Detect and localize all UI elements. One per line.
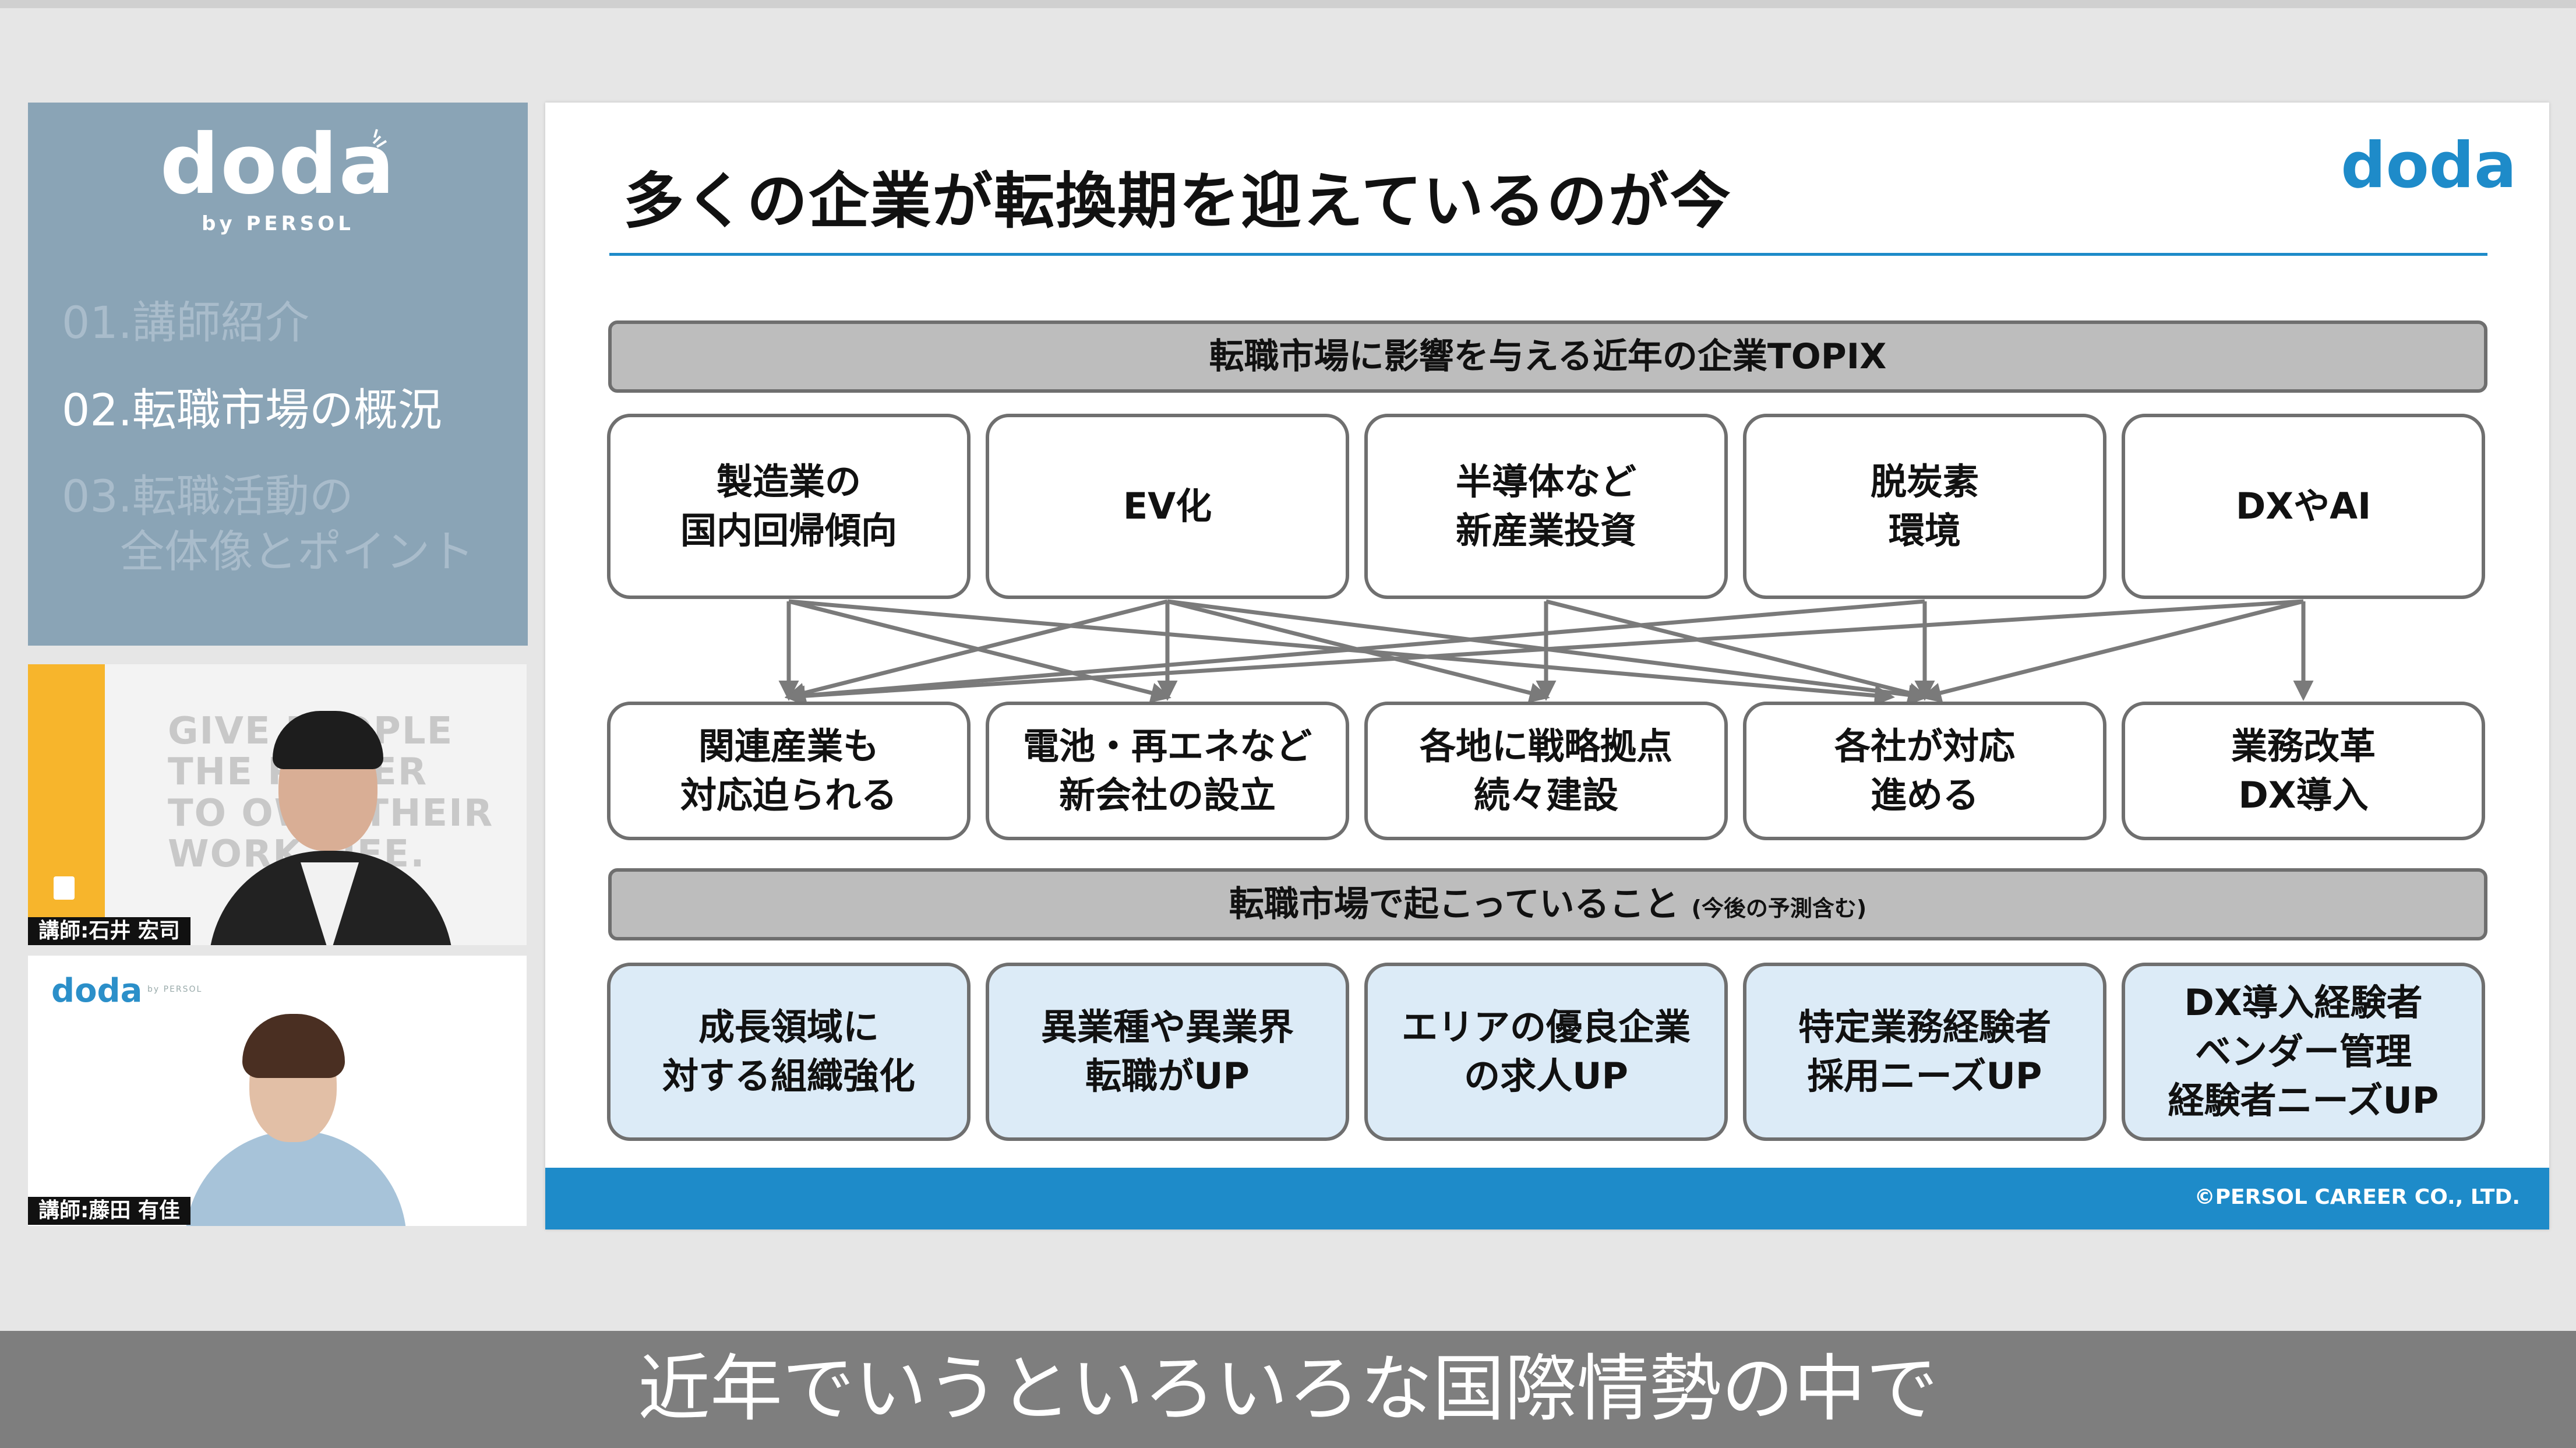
copyright-text: ©PERSOL CAREER CO., LTD. <box>2194 1185 2520 1209</box>
agenda-item-2-current: 02.転職市場の概況 <box>62 384 442 436</box>
arrow-line <box>1167 599 1929 705</box>
speaker-silhouette <box>185 1130 407 1226</box>
arrow-line <box>1167 599 1550 703</box>
doda-mini-logo: doda <box>51 972 143 1010</box>
arrow-line <box>788 599 1895 706</box>
persol-p-icon <box>54 876 75 900</box>
slide-footer-bar: ©PERSOL CAREER CO., LTD. <box>545 1168 2549 1229</box>
market-box-growth-org: 成長領域に 対する組織強化 <box>607 963 971 1141</box>
arrow-line <box>1921 599 2304 703</box>
topix-box-ev: EV化 <box>986 414 1349 599</box>
slide-doda-logo: doda <box>2341 129 2517 202</box>
logo-wordmark: doda <box>160 117 396 213</box>
market-header-bar: 転職市場で起こっていること (今後の予測含む) <box>608 868 2487 940</box>
brand-yellow-strip <box>28 664 105 945</box>
agenda-item-3: 03.転職活動の 全体像とポイント <box>62 470 475 577</box>
topix-box-manufacturing: 製造業の 国内回帰傾向 <box>607 414 971 599</box>
speaker-hair <box>273 711 383 769</box>
frame-top-border <box>0 0 2576 8</box>
effect-box-company-response: 各社が対応 進める <box>1743 702 2106 840</box>
arrow-line <box>785 599 2304 706</box>
title-underline <box>609 253 2487 256</box>
subtitle-bar: 近年でいうといろいろな国際情勢の中で <box>0 1331 2576 1448</box>
market-box-regional-jobs: エリアの優良企業 の求人UP <box>1364 963 1728 1141</box>
logo-spark-icon <box>372 129 387 148</box>
market-box-cross-industry: 異業種や異業界 転職がUP <box>986 963 1349 1141</box>
effect-box-dx-introduction: 業務改革 DX導入 <box>2122 702 2485 840</box>
speaker-name-label: 講師:石井 宏司 <box>28 917 190 945</box>
effect-box-strategic-bases: 各地に戦略拠点 続々建設 <box>1364 702 1728 840</box>
arrow-line <box>1545 599 1929 703</box>
topix-box-dx-ai: DXやAI <box>2122 414 2485 599</box>
market-box-dx-experience: DX導入経験者 ベンダー管理 経験者ニーズUP <box>2122 963 2485 1141</box>
agenda-item-1: 01.講師紹介 <box>62 297 309 348</box>
effect-box-new-companies: 電池・再エネなど 新会社の設立 <box>986 702 1349 840</box>
doda-mini-by: by PERSOL <box>147 985 203 994</box>
logo-by-persol: by PERSOL <box>202 212 354 235</box>
market-header-text: 転職市場で起こっていること <box>1229 884 1679 925</box>
topix-header-bar: 転職市場に影響を与える近年の企業TOPIX <box>608 320 2487 393</box>
topix-box-decarbonization: 脱炭素 環境 <box>1743 414 2106 599</box>
arrow-line <box>785 599 1168 703</box>
presentation-slide: 多くの企業が転換期を迎えているのが今 doda 転職市場に影響を与える近年の企業… <box>545 103 2549 1229</box>
arrow-line <box>785 599 1925 706</box>
market-header-note: (今後の予測含む) <box>1691 896 1867 921</box>
doda-logo: doda by PERSOL <box>28 117 528 236</box>
effect-box-related-industries: 関連産業も 対応迫られる <box>607 702 971 840</box>
topix-box-semiconductor: 半導体など 新産業投資 <box>1364 414 1728 599</box>
speaker-hair <box>242 1014 345 1078</box>
agenda-panel: doda by PERSOL 01.講師紹介 02.転職市場の概況 03.転職活… <box>28 103 528 646</box>
slide-title: 多くの企業が転換期を迎えているのが今 <box>623 165 1732 237</box>
arrow-line <box>788 599 1171 703</box>
speaker-video-1: GIVE PEOPLE THE POWER TO OWN THEIR WORK … <box>28 664 527 945</box>
subtitle-text: 近年でいうといろいろな国際情勢の中で <box>637 1347 1938 1431</box>
speaker-name-label: 講師:藤田 有佳 <box>28 1197 190 1225</box>
speaker-video-2: doda by PERSOL 講師:藤田 有佳 <box>28 956 527 1226</box>
market-box-specialist-hiring: 特定業務経験者 採用ニーズUP <box>1743 963 2106 1141</box>
